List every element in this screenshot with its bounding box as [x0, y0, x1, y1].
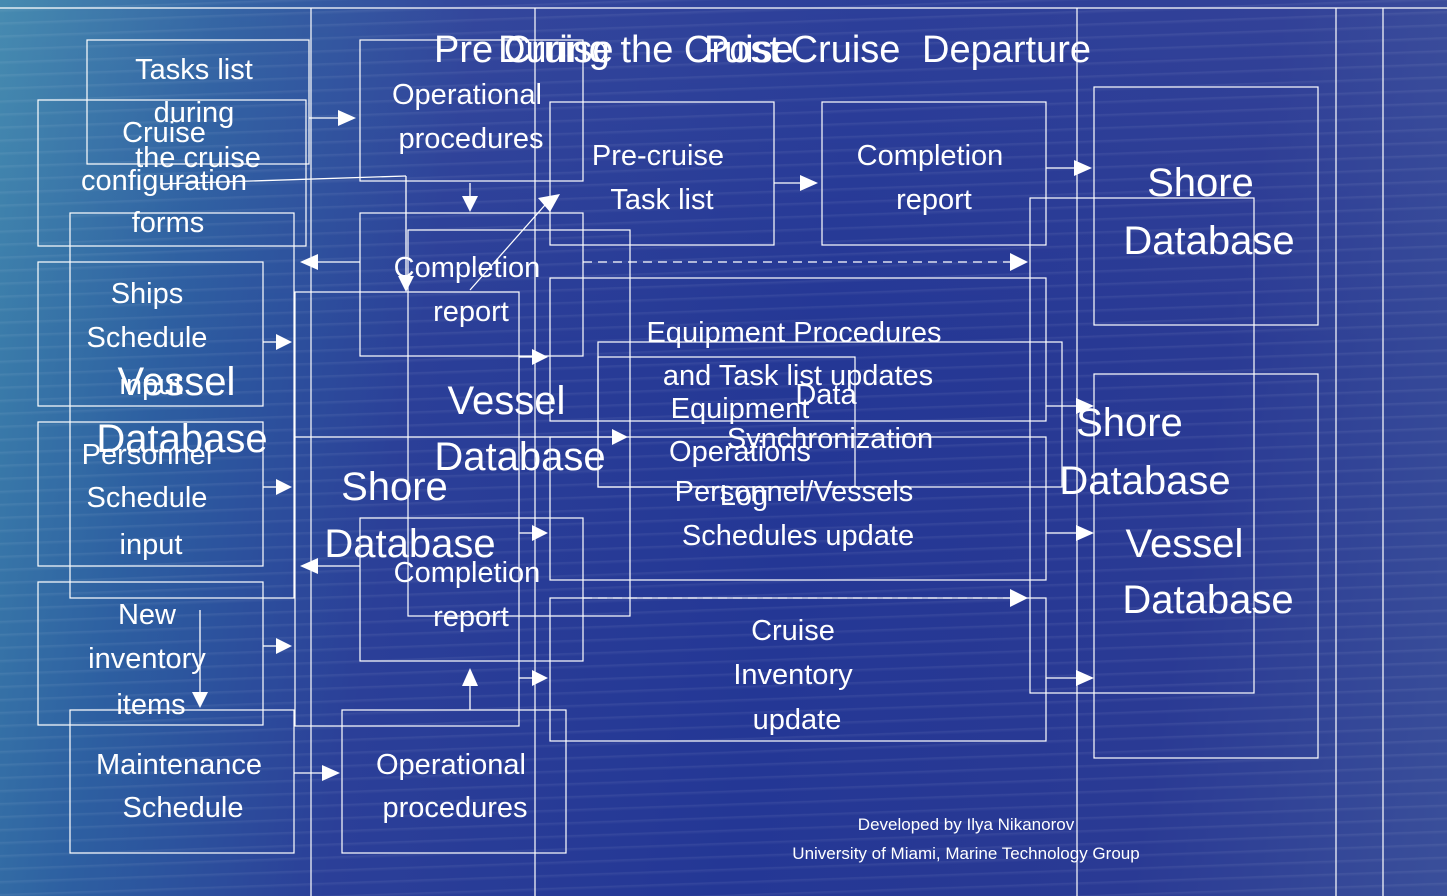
- operational-procedures-top-label: Operational procedures: [392, 79, 550, 155]
- operational-procedures-bottom-label: Operational procedures: [376, 749, 534, 824]
- arrowhead: [276, 638, 292, 654]
- connector: [159, 175, 407, 185]
- arrowhead: [462, 196, 478, 212]
- pre-cruise-task-list-label: Pre-cruise Task list: [592, 140, 732, 216]
- arrowhead: [1076, 670, 1094, 686]
- arrowhead: [532, 349, 548, 365]
- new-inventory-items-label: New inventory items: [88, 599, 214, 721]
- completion-report-mid-label: Completion report: [394, 252, 549, 328]
- arrowhead: [538, 194, 560, 212]
- personnel-vessels-update-box: [549, 436, 1047, 581]
- header-departure: Departure: [922, 29, 1091, 71]
- completion-report-mid-box: [359, 212, 584, 357]
- shore-database-right-label: Shore Database: [1059, 401, 1230, 503]
- arrowhead: [338, 110, 356, 126]
- shore-database-center-label: Shore Database: [324, 465, 495, 566]
- arrowhead: [800, 175, 818, 191]
- shore-database-top-box: [1093, 86, 1319, 326]
- node-labels: Tasks list during the cruise Operational…: [81, 54, 1295, 824]
- cruise-configuration-label: Cruise configuration forms: [81, 117, 255, 239]
- connector: [469, 204, 546, 291]
- equipment-procedures-label: Equipment Procedures and Task list updat…: [646, 317, 949, 392]
- arrowhead: [276, 479, 292, 495]
- equipment-operations-log-label: Equipment Operations Log: [669, 393, 819, 512]
- credits-author: Developed by Ilya Nikanorov: [858, 815, 1075, 834]
- arrowhead: [1010, 253, 1028, 271]
- arrowhead: [462, 668, 478, 686]
- arrowhead: [1010, 589, 1028, 607]
- shore-database-center-box: [294, 291, 520, 727]
- equipment-operations-log-box: [597, 356, 856, 488]
- credits-organization: University of Miami, Marine Technology G…: [792, 844, 1139, 863]
- new-inventory-items-box: [37, 581, 264, 726]
- data-synchronization-label: Data Synchronization: [727, 379, 933, 455]
- equipment-procedures-box: [549, 277, 1047, 422]
- maintenance-schedule-label: Maintenance Schedule: [96, 749, 270, 824]
- arrowhead: [532, 525, 548, 541]
- header-pre-cruise: Pre Cruise: [434, 29, 614, 71]
- arrowhead: [300, 254, 318, 270]
- personnel-schedule-label: Personnel Schedule input: [82, 439, 221, 561]
- tasks-list-label: Tasks list during the cruise: [135, 54, 261, 174]
- arrowhead: [192, 692, 208, 708]
- header-post-cruise: Post Cruise: [704, 29, 900, 71]
- vessel-database-right-label: Vessel Database: [1122, 522, 1293, 622]
- arrowhead: [532, 670, 548, 686]
- arrowhead: [1076, 525, 1094, 541]
- tasks-list-box: [86, 39, 310, 165]
- shore-database-right-box: [1093, 373, 1319, 759]
- personnel-vessels-update-label: Personnel/Vessels Schedules update: [675, 476, 922, 552]
- cruise-inventory-label: Cruise Inventory update: [733, 615, 860, 736]
- completion-report-low-label: Completion report: [394, 557, 549, 633]
- arrowhead: [612, 429, 628, 445]
- credits: Developed by Ilya Nikanorov University o…: [792, 815, 1139, 863]
- maintenance-schedule-box: [69, 709, 295, 854]
- operational-procedures-top-box: [359, 39, 584, 182]
- ships-schedule-label: Ships Schedule input: [87, 278, 216, 401]
- vessel-database-left-label: Vessel Database: [96, 360, 267, 461]
- arrowhead: [1076, 398, 1094, 414]
- cruise-configuration-box: [37, 99, 307, 247]
- completion-report-top-box: [821, 101, 1047, 246]
- operational-procedures-bottom-box: [341, 709, 567, 854]
- completion-report-top-label: Completion report: [857, 140, 1012, 216]
- personnel-schedule-box: [37, 421, 264, 567]
- arrowhead: [276, 334, 292, 350]
- arrowhead: [300, 558, 318, 574]
- connectors: [159, 110, 1094, 781]
- column-dividers: [0, 7, 1447, 896]
- completion-report-low-box: [359, 517, 584, 662]
- arrowhead: [1074, 160, 1092, 176]
- vessel-database-center-label: Vessel Database: [434, 379, 605, 479]
- data-sync-frame: [1029, 197, 1255, 694]
- arrowhead: [398, 276, 414, 292]
- ships-schedule-box: [37, 261, 264, 407]
- arrowhead: [322, 765, 340, 781]
- header-during-the-cruise: During the Cruise: [498, 29, 794, 71]
- boxes: [37, 39, 1319, 854]
- shore-database-top-label: Shore Database: [1123, 161, 1294, 263]
- pre-cruise-task-list-box: [549, 101, 775, 246]
- column-headers: Pre Cruise During the Cruise Post Cruise…: [434, 29, 1091, 71]
